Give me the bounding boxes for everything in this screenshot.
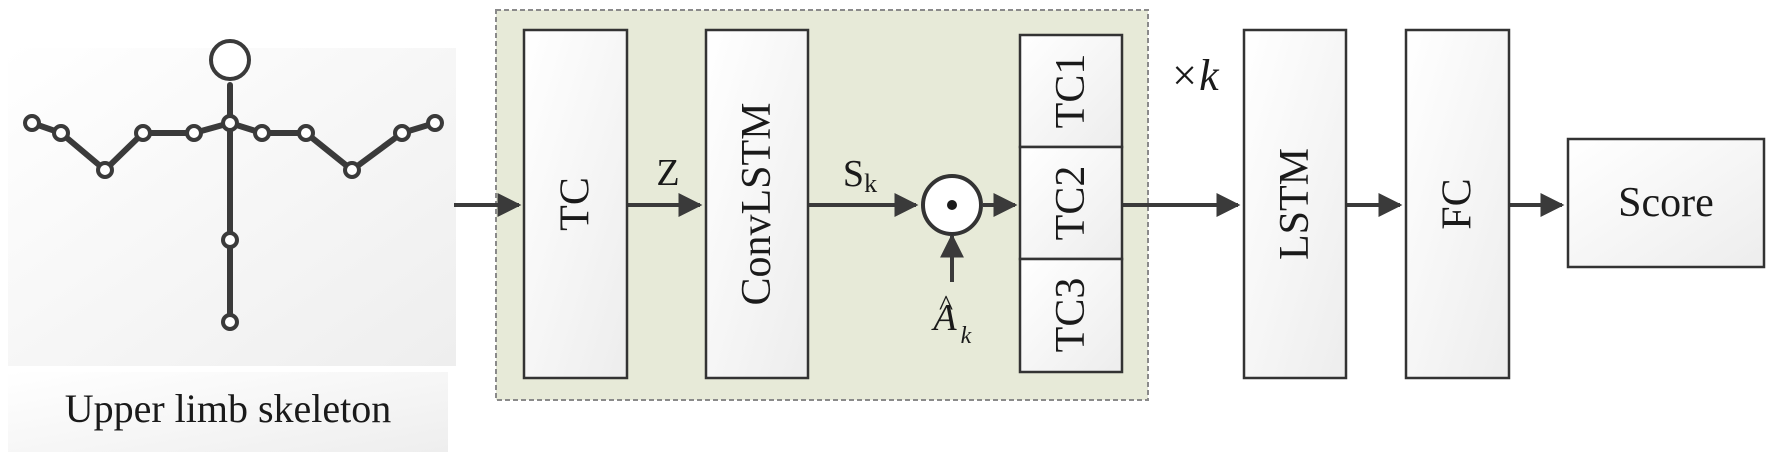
tc1-label: TC1	[1048, 54, 1094, 129]
svg-text:^: ^	[939, 289, 953, 322]
connections	[454, 193, 1565, 282]
tc2-label: TC2	[1048, 166, 1094, 241]
lstm-block: LSTM	[1242, 28, 1348, 380]
tc-block: TC	[522, 28, 629, 380]
tc-stack: TC1 TC2 TC3	[1018, 33, 1124, 374]
z-label: Z	[656, 152, 679, 194]
svg-text:Score: Score	[1618, 180, 1714, 226]
elementwise-product-node	[921, 174, 983, 236]
skeleton-label: Upper limb skeleton	[65, 386, 392, 431]
svg-text:A: A	[930, 297, 957, 339]
svg-text:FC: FC	[1435, 178, 1481, 229]
fc-block: FC	[1404, 28, 1511, 380]
svg-text:LSTM: LSTM	[1272, 148, 1318, 260]
repeat-k-label: ×k	[1169, 51, 1220, 100]
convlstm-block: ConvLSTM	[704, 28, 810, 380]
svg-text:k: k	[961, 323, 972, 349]
tc3-label: TC3	[1048, 278, 1094, 353]
svg-text:TC: TC	[553, 177, 599, 231]
svg-text:ConvLSTM: ConvLSTM	[734, 102, 780, 305]
skeleton-joints	[23, 39, 444, 331]
s-label: Sk	[843, 153, 877, 198]
score-block: Score	[1566, 137, 1766, 269]
skeleton-panel: Upper limb skeleton	[8, 39, 456, 452]
a-hat-label: ^ A k	[930, 289, 971, 349]
